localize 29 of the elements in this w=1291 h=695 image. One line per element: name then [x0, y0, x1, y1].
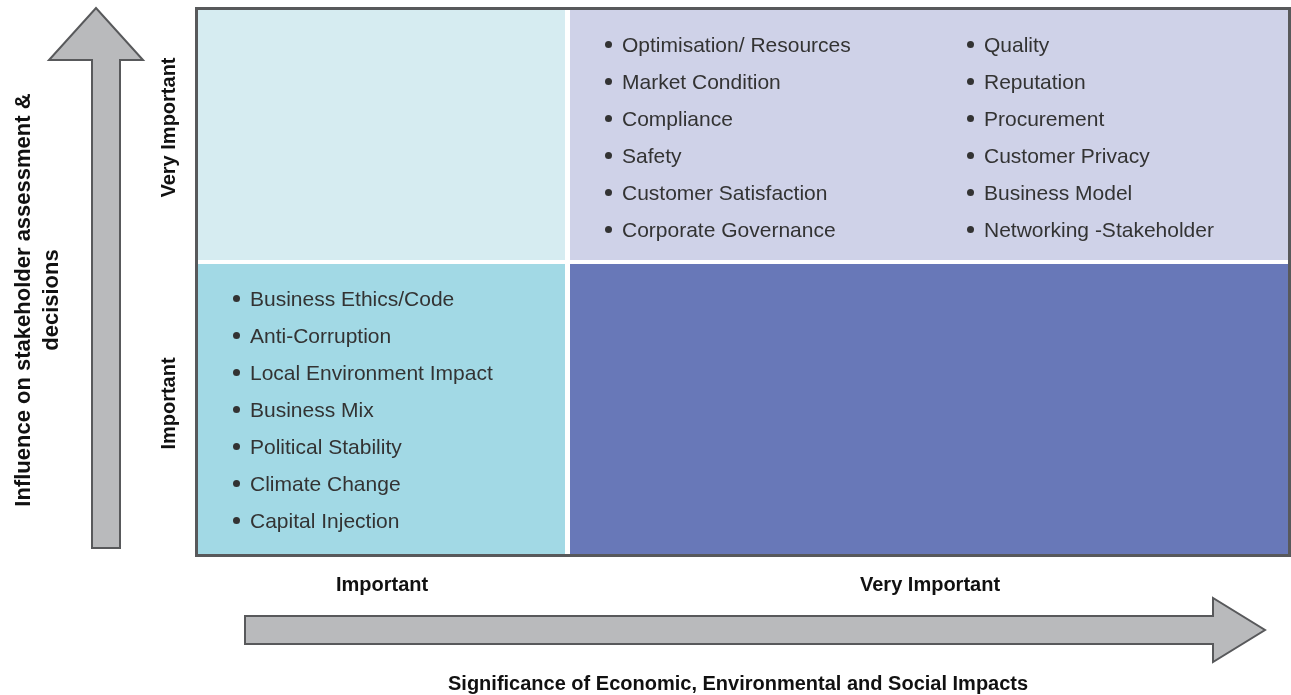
list-item-text: Optimisation/ Resources — [622, 33, 851, 56]
list-item-text: Business Model — [984, 181, 1133, 204]
axis-level-label: Very Important — [156, 57, 180, 197]
list-item-text: Safety — [622, 144, 682, 167]
list-item-text: Procurement — [984, 107, 1105, 130]
list-item-text: Compliance — [622, 107, 733, 130]
axis-title: Significance of Economic, Environmental and Social Impacts — [448, 671, 1029, 695]
list-item-text: Reputation — [984, 70, 1086, 93]
list-item-text: Quality — [984, 33, 1050, 56]
quadrant — [570, 10, 1288, 260]
quadrant — [198, 10, 565, 260]
list-item-text: Corporate Governance — [622, 218, 836, 241]
axis-level-label: Important — [336, 572, 429, 596]
list-item-text: Customer Satisfaction — [622, 181, 828, 204]
list-item-text: Customer Privacy — [984, 144, 1150, 167]
list-item-text: Networking -Stakeholder — [984, 218, 1214, 241]
quadrant — [198, 264, 565, 554]
axis-level-label: Important — [156, 356, 180, 450]
list-item-text: Capital Injection — [250, 509, 400, 532]
list-item-text: Local Environment Impact — [250, 361, 493, 384]
quadrant — [570, 264, 1288, 554]
axis-level-label: Very Important — [860, 572, 1001, 596]
axis-title: Influence on stakeholder assessment & decisions — [9, 92, 64, 509]
list-item-text: Anti-Corruption — [250, 324, 392, 347]
list-item-text: Political Stability — [250, 435, 402, 458]
list-item-text: Climate Change — [250, 472, 401, 495]
list-item-text: Business Mix — [250, 398, 374, 421]
list-item-text: Business Ethics/Code — [250, 287, 455, 310]
list-item-text: Market Condition — [622, 70, 781, 93]
